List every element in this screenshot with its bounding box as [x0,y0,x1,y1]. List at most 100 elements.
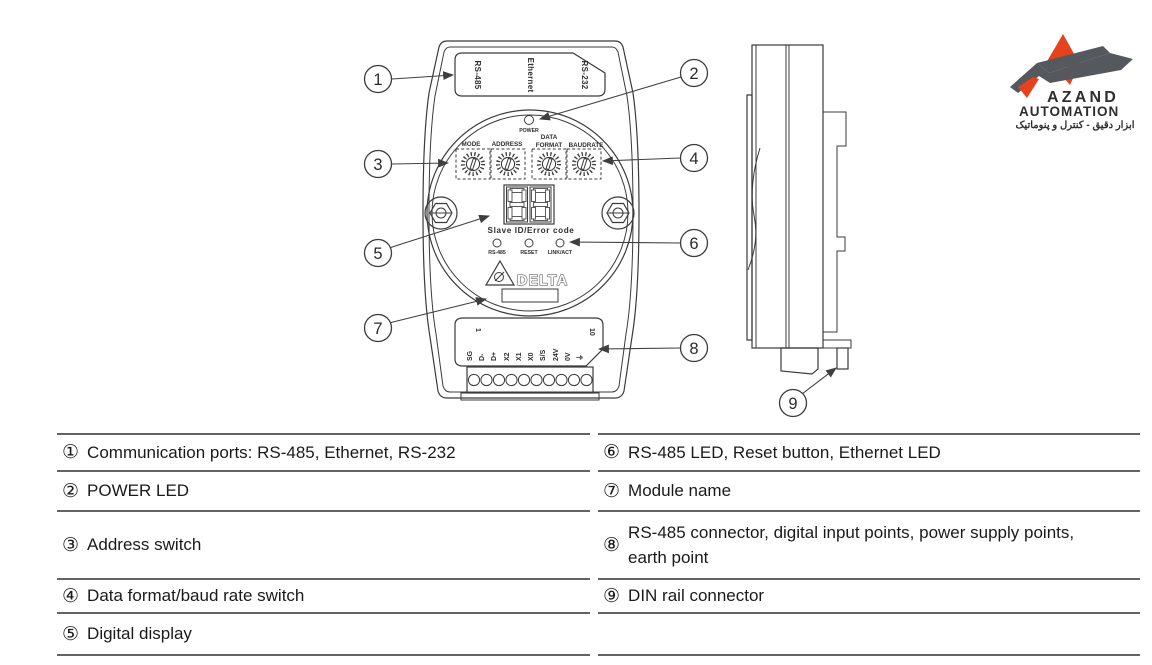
legend-cell-1-left: ① Communication ports: RS-485, Ethernet,… [57,433,590,472]
svg-text:8: 8 [689,340,698,358]
module-name-box [501,288,559,303]
legend-cell-5-left: ⑤ Digital display [57,614,590,656]
data-label: DATA [541,134,558,141]
data-format-switch-icon [530,147,568,181]
legend-cell-9-right: ⑨ DIN rail connector [598,580,1140,614]
logo-title: AZAND [1047,89,1119,106]
port-label-plate: RS-485 Ethernet RS-232 [454,52,606,97]
legend-text-4: Data format/baud rate switch [87,586,305,606]
legend-text-5: Digital display [87,624,192,644]
legend-sym-8: ⑧ [603,534,621,556]
legend-text-3: Address switch [87,535,202,555]
legend-sym-7: ⑦ [603,480,621,502]
legend-sym-5: ⑤ [62,623,80,645]
terminal-label-6: S/S [540,349,547,361]
company-logo: AZAND AUTOMATION ابزار دقیق - کنترل و پن… [1010,34,1135,131]
svg-text:7: 7 [373,320,382,338]
svg-text:4: 4 [689,150,698,168]
port-label-rs232: RS-232 [580,61,589,90]
address-label: ADDRESS [492,141,523,148]
legend-text-9: DIN rail connector [628,586,765,606]
svg-text:1: 1 [373,71,382,89]
legend-cell-6-right: ⑥ RS-485 LED, Reset button, Ethernet LED [598,433,1140,472]
terminal-label-9: ⏚ [576,354,584,361]
legend-cell-7-right: ⑦ Module name [598,472,1140,512]
legend-text-7: Module name [628,481,732,501]
terminal-label-4: X1 [516,352,523,361]
terminal-block: 1 10 SG D- D+ X2 X1 X0 S/S 24V 0V ⏚ [454,317,604,367]
svg-text:5: 5 [373,245,382,263]
logo-tagline: ابزار دقیق - کنترل و پنوماتیک [1015,120,1134,131]
legend-cell-4-left: ④ Data format/baud rate switch [57,580,590,614]
screw-left-icon [424,196,458,230]
logo-subtitle: AUTOMATION [1019,104,1119,119]
status-leds: RS-485 RESET LINK/ACT [488,238,573,256]
terminal-number-first: 1 [474,328,481,332]
legend-sym-6: ⑥ [603,442,621,464]
legend-text-1: Communication ports: RS-485, Ethernet, R… [87,442,456,462]
legend-cell-empty [598,614,1140,656]
legend-table: ① Communication ports: RS-485, Ethernet,… [57,433,1140,656]
port-label-rs485: RS-485 [473,61,482,90]
reset-label: RESET [520,250,538,256]
svg-text:9: 9 [788,395,797,413]
technical-diagram: RS-485 Ethernet RS-232 POWER MODE ADDRES… [363,40,852,418]
callout-2: 2 [679,58,709,88]
baudrate-switch-icon [565,147,603,181]
din-rail-hook [836,347,849,370]
terminal-label-8: 0V [565,352,572,361]
svg-text:6: 6 [689,235,698,253]
terminal-label-5: X0 [528,352,535,361]
callout-5: 5 [363,238,393,268]
terminal-number-last: 10 [588,328,595,336]
mode-switch-icon [454,147,492,181]
digital-display [503,184,555,225]
terminal-label-3: X2 [504,352,511,361]
ethernet-led-icon [555,238,565,248]
callout-8: 8 [679,333,709,363]
reset-button-icon [524,238,534,248]
power-led-icon [524,115,534,125]
logo-mark-icon [1010,34,1133,98]
linkact-label: LINK/ACT [548,250,573,256]
legend-sym-1: ① [62,442,80,464]
legend-cell-2-left: ② POWER LED [57,472,590,512]
delta-wordmark: DELTA [517,273,568,289]
terminal-label-2: D+ [491,352,498,361]
legend-text-8: RS-485 connector, digital input points, … [628,522,1075,568]
screw-right-icon [601,196,635,230]
front-view: RS-485 Ethernet RS-232 POWER MODE ADDRES… [422,40,640,401]
legend-sym-2: ② [62,480,80,502]
callout-9: 9 [778,388,808,418]
port-label-ethernet: Ethernet [526,58,535,93]
legend-sym-3: ③ [62,534,80,556]
callout-4: 4 [679,143,709,173]
terminal-label-0: SG [467,350,474,361]
callout-3: 3 [363,149,393,179]
svg-text:3: 3 [373,156,382,174]
terminal-label-7: 24V [553,348,560,361]
svg-text:2: 2 [689,65,698,83]
callout-1: 1 [363,64,393,94]
terminal-strip [460,366,600,401]
terminal-label-1: D- [479,353,486,361]
callout-6: 6 [679,228,709,258]
format-label: FORMAT [536,142,563,149]
delta-logo: DELTA [484,259,568,290]
legend-text-2: POWER LED [87,481,190,501]
display-caption: Slave ID/Error code [488,226,575,235]
bottom-connector [780,347,819,375]
legend-cell-3-left: ③ Address switch [57,512,590,580]
side-view [746,44,852,375]
legend-sym-9: ⑨ [603,585,621,607]
legend-cell-8-right: ⑧ RS-485 connector, digital input points… [598,512,1140,580]
legend-sym-4: ④ [62,585,80,607]
rs485-led-label: RS-485 [488,250,506,256]
legend-text-6: RS-485 LED, Reset button, Ethernet LED [628,442,941,462]
callouts: 1 2 3 4 5 6 7 8 9 [363,58,837,418]
address-switch-icon [489,147,527,181]
rs485-led-icon [492,238,502,248]
baudrate-label: BAUDRATE [569,142,604,149]
callout-7: 7 [363,313,393,343]
